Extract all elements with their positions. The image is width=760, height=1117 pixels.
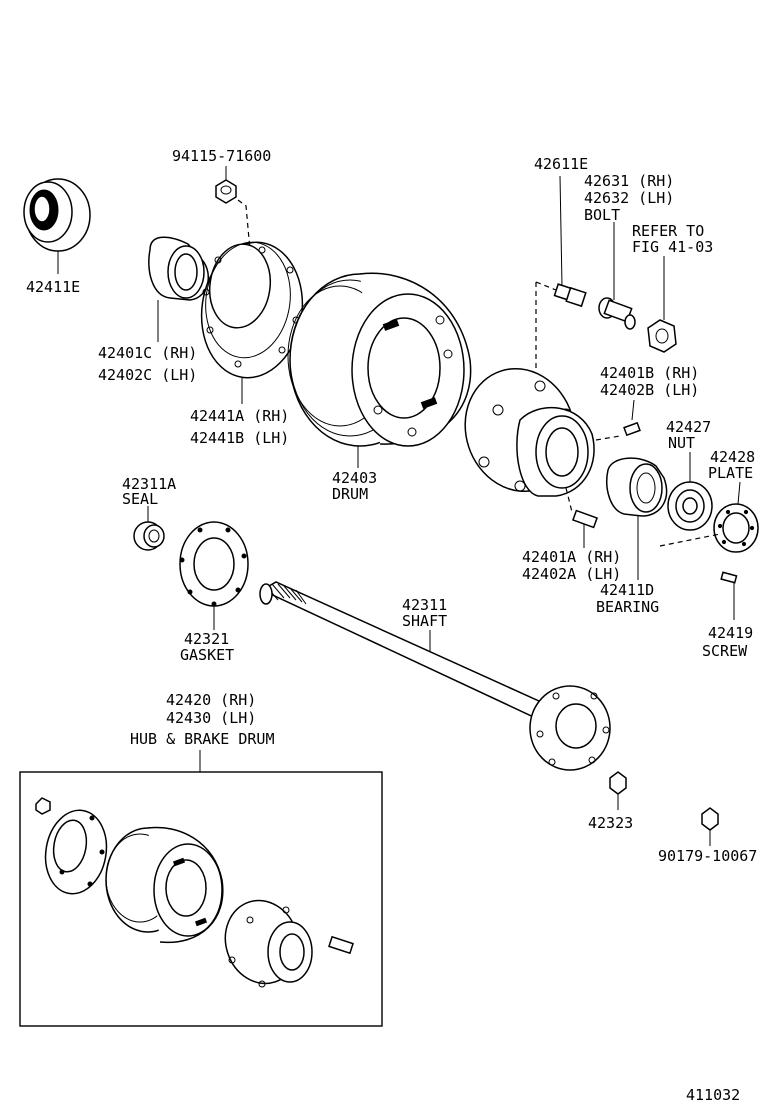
label-refer-to: REFER TO xyxy=(632,222,704,240)
label-seal: SEAL xyxy=(122,490,158,508)
label-42632: 42632 (LH) xyxy=(584,189,674,207)
label-42631: 42631 (RH) xyxy=(584,172,674,190)
axle-shaft-42311 xyxy=(259,581,611,771)
label-42311: 42311 xyxy=(402,596,447,614)
label-42403: 42403 xyxy=(332,469,377,487)
label-42402c: 42402C (LH) xyxy=(98,366,197,384)
label-90179-10067: 90179-10067 xyxy=(658,847,757,865)
hub-brake-drum-assembly xyxy=(19,750,383,1027)
label-gasket: GASKET xyxy=(180,646,234,664)
label-screw: SCREW xyxy=(702,642,748,660)
label-42427: 42427 xyxy=(666,418,711,436)
label-42611e: 42611E xyxy=(534,155,588,173)
label-42401a: 42401A (RH) xyxy=(522,548,621,566)
label-hub-brake-drum: HUB & BRAKE DRUM xyxy=(130,730,275,748)
screw-42419 xyxy=(720,571,738,620)
label-42401c: 42401C (RH) xyxy=(98,344,197,362)
label-42311a: 42311A xyxy=(122,475,176,493)
gasket-42321 xyxy=(179,521,249,630)
label-42441a: 42441A (RH) xyxy=(190,407,289,425)
label-42323: 42323 xyxy=(588,814,633,832)
label-42411e: 42411E xyxy=(26,278,80,296)
label-bearing: BEARING xyxy=(596,598,659,616)
label-nut: NUT xyxy=(668,434,695,452)
seal-42311a xyxy=(133,506,165,551)
nut-94115-71600 xyxy=(215,166,251,251)
nut-90179-10067 xyxy=(701,807,719,846)
label-42430: 42430 (LH) xyxy=(166,709,256,727)
label-42428: 42428 xyxy=(710,448,755,466)
bearing-42411d xyxy=(606,457,668,580)
label-42402b: 42402B (LH) xyxy=(600,381,699,399)
bearing-42401c xyxy=(148,236,209,342)
part-labels: 94115-71600 42411E 42401C (RH) 42402C (L… xyxy=(26,147,757,1104)
label-42321: 42321 xyxy=(184,630,229,648)
nut-42323 xyxy=(609,771,627,810)
label-94115-71600: 94115-71600 xyxy=(172,147,271,165)
nut-42427 xyxy=(667,452,713,531)
gasket-42441a xyxy=(200,241,304,404)
label-drum: DRUM xyxy=(332,485,368,503)
lock-plate-42428 xyxy=(659,481,759,553)
label-42441b: 42441B (LH) xyxy=(190,429,289,447)
hub-bolt-group xyxy=(535,175,677,370)
figure-number: 411032 xyxy=(686,1086,740,1104)
brake-drum-42403 xyxy=(287,272,472,468)
label-bolt: BOLT xyxy=(584,206,620,224)
label-42401b: 42401B (RH) xyxy=(600,364,699,382)
label-42420: 42420 (RH) xyxy=(166,691,256,709)
oil-seal-42411e xyxy=(23,178,91,274)
label-shaft: SHAFT xyxy=(402,612,447,630)
label-42419: 42419 xyxy=(708,624,753,642)
label-plate: PLATE xyxy=(708,464,753,482)
label-42402a: 42402A (LH) xyxy=(522,565,621,583)
label-42411d: 42411D xyxy=(600,581,654,599)
axle-hub xyxy=(464,367,641,548)
label-fig-41-03: FIG 41-03 xyxy=(632,238,713,256)
